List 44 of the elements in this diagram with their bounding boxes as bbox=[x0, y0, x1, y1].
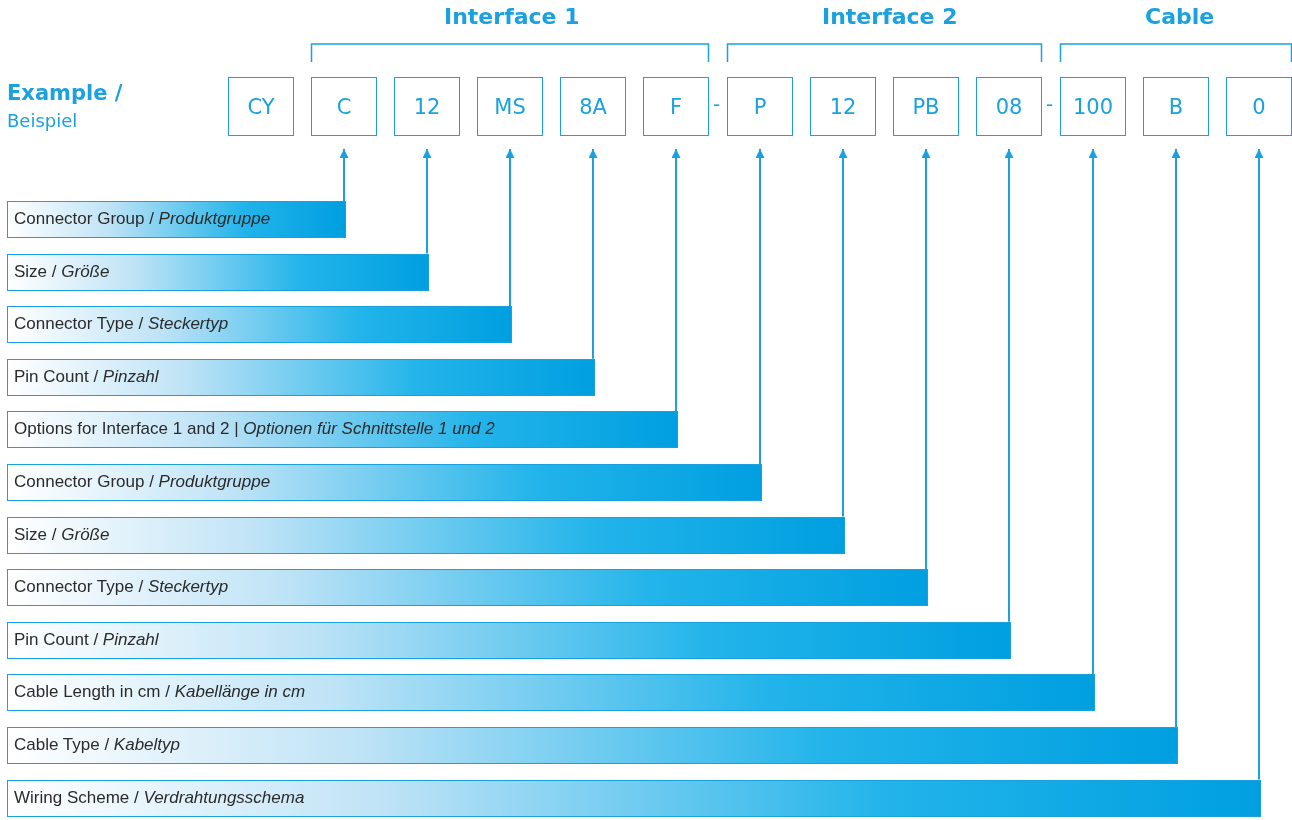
description-bar: Connector Type / Steckertyp bbox=[7, 306, 512, 344]
arrow bbox=[1088, 148, 1098, 676]
code-box: 100 bbox=[1060, 77, 1126, 136]
description-bar: Pin Count / Pinzahl bbox=[7, 621, 1011, 659]
arrow bbox=[921, 148, 931, 571]
code-box: CY bbox=[228, 77, 294, 136]
code-box: 08 bbox=[976, 77, 1042, 136]
code-box: F bbox=[643, 77, 709, 136]
code-box: PB bbox=[893, 77, 959, 136]
description-bar: Size / Größe bbox=[7, 253, 429, 291]
arrow bbox=[755, 148, 765, 465]
group-heading: Interface 2 bbox=[822, 4, 958, 29]
arrow bbox=[1171, 148, 1181, 728]
description-bar: Pin Count / Pinzahl bbox=[7, 358, 595, 396]
arrow bbox=[671, 148, 681, 413]
description-bar: Wiring Scheme / Verdrahtungsschema bbox=[7, 779, 1261, 817]
arrow bbox=[1254, 148, 1264, 781]
code-box: B bbox=[1143, 77, 1209, 136]
description-bar: Connector Group / Produktgruppe bbox=[7, 464, 762, 501]
separator-dash: - bbox=[713, 92, 721, 116]
separator-dash: - bbox=[1046, 92, 1054, 116]
arrow bbox=[422, 148, 432, 255]
example-subheading: Beispiel bbox=[7, 110, 78, 131]
description-bar: Options for Interface 1 and 2 | Optionen für Schnittstelle 1 und 2 bbox=[7, 411, 678, 449]
arrow bbox=[339, 148, 349, 202]
group-heading: Cable bbox=[1145, 4, 1215, 29]
description-bar: Connector Group / Produktgruppe bbox=[7, 201, 346, 238]
description-bar: Size / Größe bbox=[7, 516, 845, 554]
code-box: P bbox=[727, 77, 793, 136]
arrow bbox=[505, 148, 515, 308]
group-heading: Interface 1 bbox=[444, 4, 580, 29]
code-box: 8A bbox=[560, 77, 626, 136]
example-heading: Example / bbox=[7, 81, 123, 105]
arrow bbox=[1004, 148, 1014, 623]
code-box: 0 bbox=[1226, 77, 1292, 136]
arrow bbox=[838, 148, 848, 518]
description-bar: Cable Length in cm / Kabellänge in cm bbox=[7, 674, 1095, 712]
description-bar: Connector Type / Steckertyp bbox=[7, 569, 928, 607]
code-box: 12 bbox=[394, 77, 460, 136]
arrow bbox=[588, 148, 598, 360]
code-box: C bbox=[311, 77, 377, 136]
code-box: 12 bbox=[810, 77, 876, 136]
code-box: MS bbox=[477, 77, 543, 136]
description-bar: Cable Type / Kabeltyp bbox=[7, 727, 1178, 764]
